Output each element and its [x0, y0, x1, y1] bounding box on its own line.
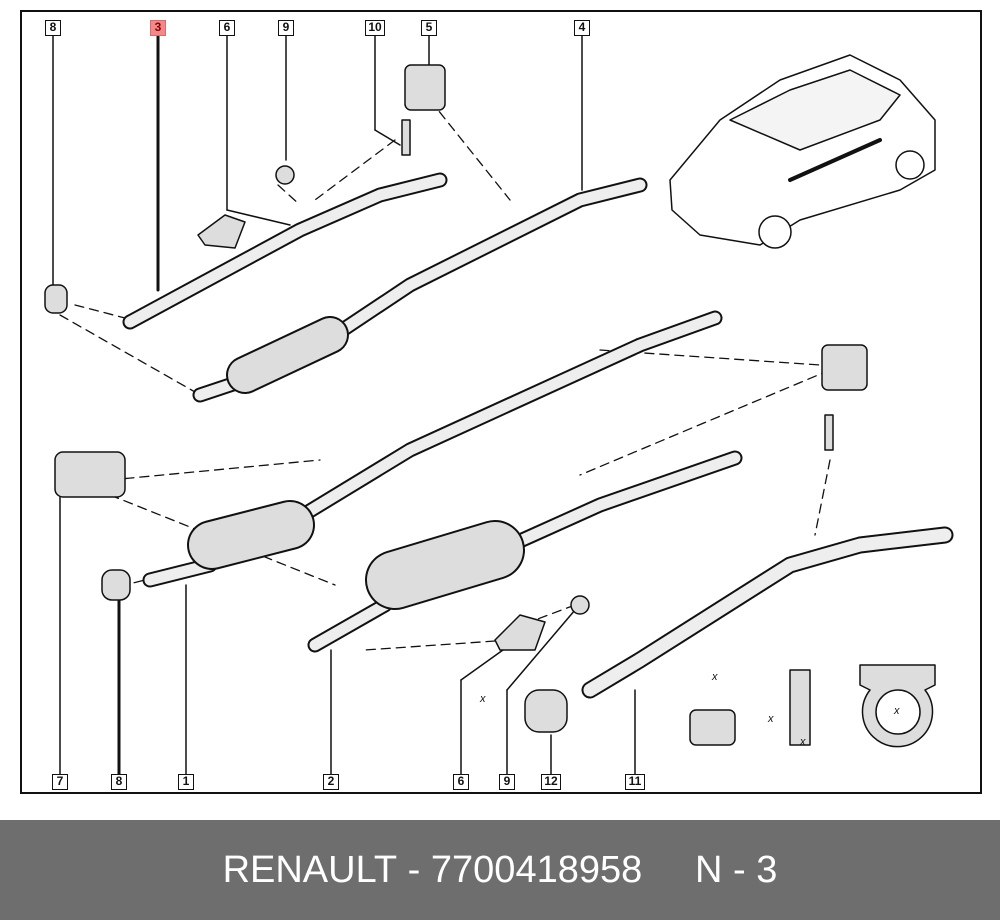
brand: RENAULT — [222, 848, 398, 891]
car-illustration — [669, 54, 936, 249]
callout-bottom-12[interactable]: 12 — [541, 774, 561, 790]
nut-detail — [689, 709, 736, 746]
svg-text:x: x — [711, 671, 718, 683]
svg-text:x: x — [767, 713, 774, 725]
exhaust-system-diagram: x x x x x — [44, 34, 954, 777]
pipe-11 — [581, 526, 954, 699]
gap — [642, 849, 695, 892]
callout-bottom-7[interactable]: 7 — [52, 774, 68, 790]
bolt-detail — [789, 669, 811, 746]
leader-lines — [52, 34, 636, 777]
nut-9-top — [275, 165, 295, 185]
callout-bottom-2[interactable]: 2 — [323, 774, 339, 790]
svg-text:x: x — [799, 736, 806, 748]
svg-text:x: x — [479, 693, 486, 705]
clamp-8-bottom — [101, 569, 131, 601]
dimension-marks: x x x x x — [479, 671, 900, 748]
bracket-6-bottom — [494, 614, 546, 651]
callout-top-9[interactable]: 9 — [278, 20, 294, 36]
mount-5 — [404, 64, 446, 111]
callout-top-8[interactable]: 8 — [45, 20, 61, 36]
pipe-1 — [142, 310, 723, 588]
callout-bottom-8[interactable]: 8 — [111, 774, 127, 790]
mount-7 — [54, 451, 126, 498]
callout-bottom-1[interactable]: 1 — [178, 774, 194, 790]
pipe-2 — [307, 450, 743, 653]
part-number: 7700418958 — [430, 848, 643, 891]
part-caption: RENAULT - 7700418958 N - 3 — [0, 820, 1000, 920]
clamp-8-top — [44, 284, 68, 314]
callout-top-3-selected[interactable]: 3 — [150, 20, 166, 36]
pipe-3 — [122, 172, 448, 330]
separator: - — [397, 848, 431, 891]
diagram-ref: N - 3 — [695, 848, 778, 891]
pipe-4 — [192, 177, 648, 403]
callout-bottom-6[interactable]: 6 — [453, 774, 469, 790]
bracket-6-top — [197, 214, 246, 249]
callout-top-5[interactable]: 5 — [421, 20, 437, 36]
bolt-10 — [401, 119, 411, 156]
callout-top-4[interactable]: 4 — [574, 20, 590, 36]
svg-text:x: x — [893, 705, 900, 717]
bolt-right — [824, 414, 834, 451]
clamp-12 — [524, 689, 568, 733]
callout-bottom-11[interactable]: 11 — [625, 774, 645, 790]
mount-5-right — [821, 344, 868, 391]
callout-top-6[interactable]: 6 — [219, 20, 235, 36]
callout-bottom-9[interactable]: 9 — [499, 774, 515, 790]
nut-9-bottom — [570, 595, 590, 615]
callout-top-10[interactable]: 10 — [365, 20, 385, 36]
